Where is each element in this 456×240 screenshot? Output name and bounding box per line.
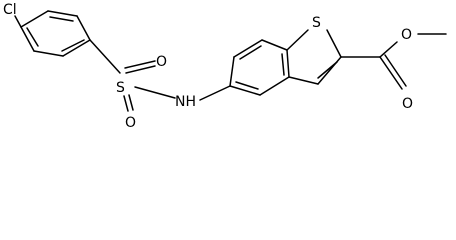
s-n-bond bbox=[134, 86, 176, 99]
atom-amine-nh: NH bbox=[175, 94, 196, 110]
atom-ester-oxygen: O bbox=[401, 27, 412, 43]
atom-thiophene-sulfur: S bbox=[312, 15, 321, 31]
benzo-ring bbox=[229, 39, 290, 96]
thiophene-ring bbox=[286, 29, 342, 85]
chemical-structure: Cl S O O NH S O O bbox=[3, 2, 447, 131]
chlorophenyl-ring bbox=[20, 10, 91, 57]
methyl-ester bbox=[340, 33, 447, 90]
sulfonyl-oxygen-bonds bbox=[123, 60, 156, 112]
atom-sulfonyl-oxygen-bottom: O bbox=[125, 115, 136, 131]
n-c-bond bbox=[199, 85, 231, 101]
atom-carbonyl-oxygen: O bbox=[402, 96, 413, 112]
atom-sulfonyl-oxygen-top: O bbox=[156, 54, 167, 70]
c-s-bond bbox=[89, 39, 121, 74]
atom-chlorine: Cl bbox=[3, 2, 17, 18]
atom-sulfonyl-sulfur: S bbox=[116, 80, 125, 96]
c-cl-bond bbox=[14, 15, 22, 28]
